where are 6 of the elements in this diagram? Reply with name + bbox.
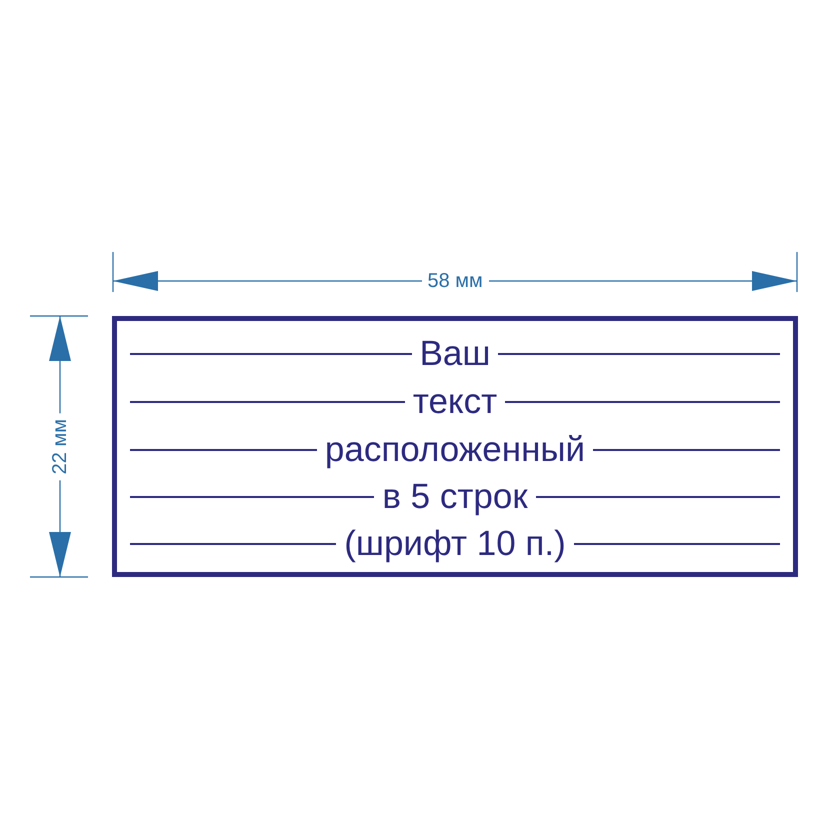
stamp-text-line: в 5 строк [381, 477, 529, 517]
stamp-text-line: Ваш [418, 334, 492, 374]
stamp-text-line: расположенный [324, 430, 586, 470]
stamp-text-line: (шрифт 10 п.) [343, 524, 567, 564]
stamp-frame [112, 316, 798, 577]
stamp-text-line: текст [412, 382, 498, 422]
